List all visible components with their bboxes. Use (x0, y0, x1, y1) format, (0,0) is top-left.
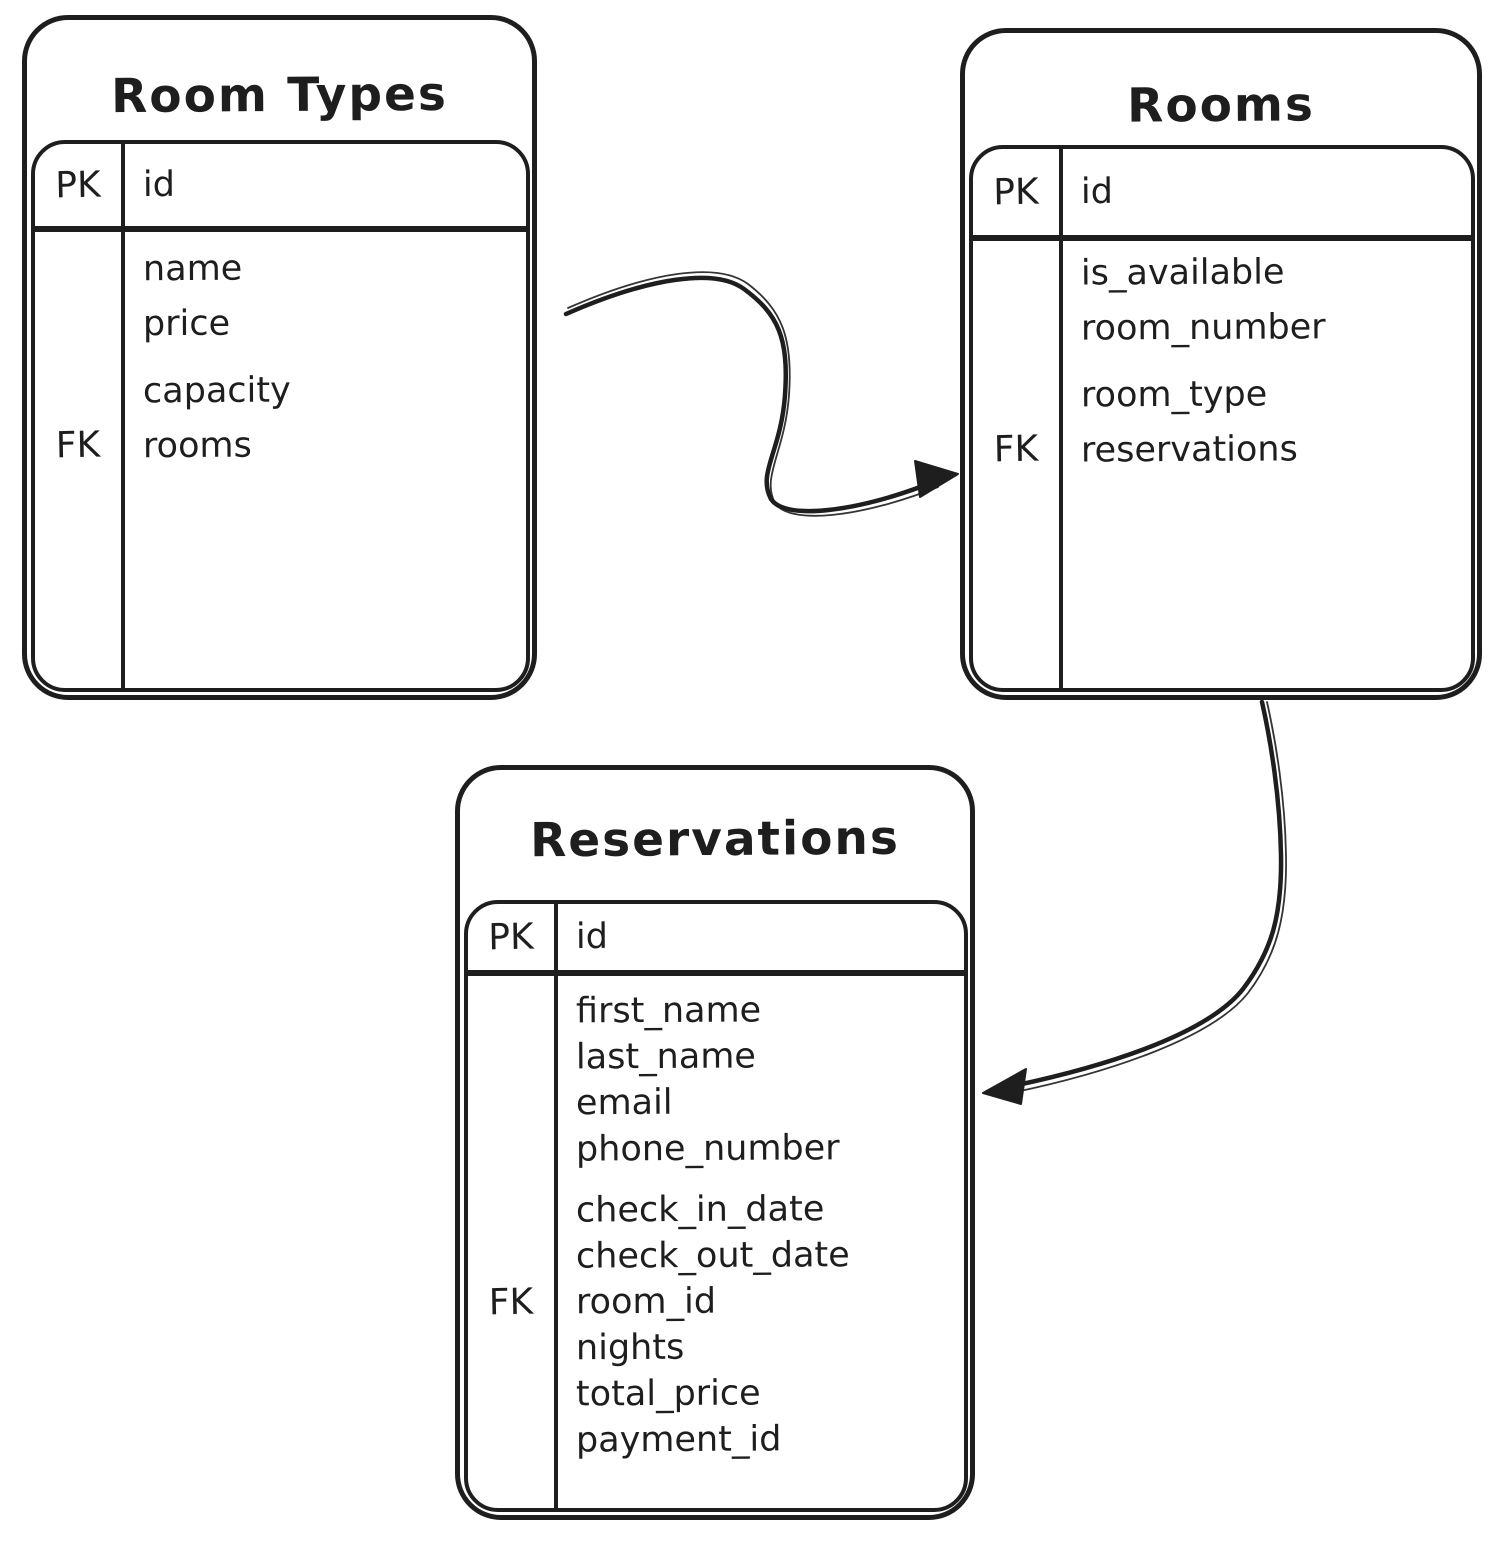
field-name: total_price (575, 1373, 761, 1415)
key-column-divider (554, 902, 558, 1510)
field-row: first_name (468, 988, 964, 1034)
key-badge (468, 1347, 554, 1349)
columns-panel-reservations: PK id first_name last_name email (464, 900, 968, 1512)
field-name: room_type (1080, 373, 1268, 415)
columns-panel-rooms: PK id is_available room_number room_type… (969, 145, 1475, 692)
table-body: is_available room_number room_type FK re… (973, 241, 1471, 477)
key-badge (468, 1439, 554, 1441)
field-row: FK rooms (35, 418, 526, 473)
field-row: FK room_id (468, 1279, 964, 1325)
key-badge (468, 1255, 554, 1257)
key-badge (468, 1056, 554, 1058)
field-row: last_name (468, 1034, 964, 1080)
field-name: phone_number (575, 1128, 840, 1170)
pk-header-row: PK id (35, 144, 526, 232)
table-title-room-types: Room Types (110, 66, 449, 125)
key-badge (468, 1209, 554, 1211)
columns-panel-room-types: PK id name price capacity FK roo (31, 140, 530, 692)
pk-field-name: id (575, 916, 609, 958)
table-body: first_name last_name email phone_number … (468, 976, 964, 1463)
pk-badge: PK (54, 164, 102, 206)
field-name: capacity (142, 370, 291, 411)
entity-table-rooms: Rooms PK id is_available room_number roo… (960, 28, 1482, 700)
pk-header-row: PK id (973, 149, 1471, 241)
field-name: email (575, 1082, 673, 1124)
arrow-room-types-to-rooms (563, 271, 959, 517)
field-name: room_number (1080, 306, 1326, 349)
key-badge (35, 323, 121, 325)
field-row: check_in_date (468, 1187, 964, 1233)
field-name: first_name (575, 990, 762, 1032)
pk-field-name: id (1080, 171, 1114, 213)
key-badge (468, 1102, 554, 1104)
field-name: is_available (1080, 251, 1285, 293)
key-badge (35, 268, 121, 270)
field-row: phone_number (468, 1126, 964, 1172)
key-column-divider (1059, 147, 1063, 690)
table-title-reservations: Reservations (529, 810, 901, 869)
key-badge (35, 390, 121, 392)
pk-field-name: id (142, 164, 176, 206)
field-row: room_number (973, 300, 1471, 355)
field-name: nights (575, 1327, 685, 1369)
field-row: payment_id (468, 1417, 964, 1463)
key-column-divider (121, 142, 125, 690)
field-name: payment_id (575, 1419, 782, 1461)
field-row: email (468, 1080, 964, 1126)
field-row: check_out_date (468, 1233, 964, 1279)
field-row: FK reservations (973, 422, 1471, 477)
key-badge (973, 272, 1059, 274)
field-name: price (142, 303, 231, 344)
field-row: capacity (35, 363, 526, 418)
field-row: is_available (973, 245, 1471, 300)
entity-table-room-types: Room Types PK id name price capacity (22, 15, 537, 700)
pk-badge: PK (487, 916, 535, 958)
field-name: check_out_date (575, 1235, 850, 1277)
table-body: name price capacity FK rooms (35, 232, 526, 473)
field-name: check_in_date (575, 1189, 825, 1231)
field-name: name (142, 248, 243, 289)
field-row: nights (468, 1325, 964, 1371)
fk-badge: FK (993, 428, 1039, 471)
field-name: rooms (142, 425, 252, 466)
table-title-rooms: Rooms (1126, 77, 1316, 134)
pk-header-row: PK id (468, 904, 964, 976)
field-name: reservations (1080, 428, 1298, 471)
field-name: room_id (575, 1281, 717, 1323)
fk-badge: FK (488, 1281, 534, 1323)
entity-table-reservations: Reservations PK id first_name last_name … (455, 765, 975, 1520)
arrow-rooms-to-reservations (982, 699, 1287, 1105)
field-name: last_name (575, 1036, 756, 1078)
key-badge (468, 1393, 554, 1395)
field-row: total_price (468, 1371, 964, 1417)
field-row: name (35, 241, 526, 296)
key-badge (973, 327, 1059, 329)
pk-badge: PK (992, 171, 1040, 213)
field-row: room_type (973, 367, 1471, 422)
field-row: price (35, 296, 526, 351)
key-badge (468, 1148, 554, 1150)
key-badge (973, 394, 1059, 396)
key-badge (468, 1010, 554, 1012)
fk-badge: FK (55, 424, 101, 467)
